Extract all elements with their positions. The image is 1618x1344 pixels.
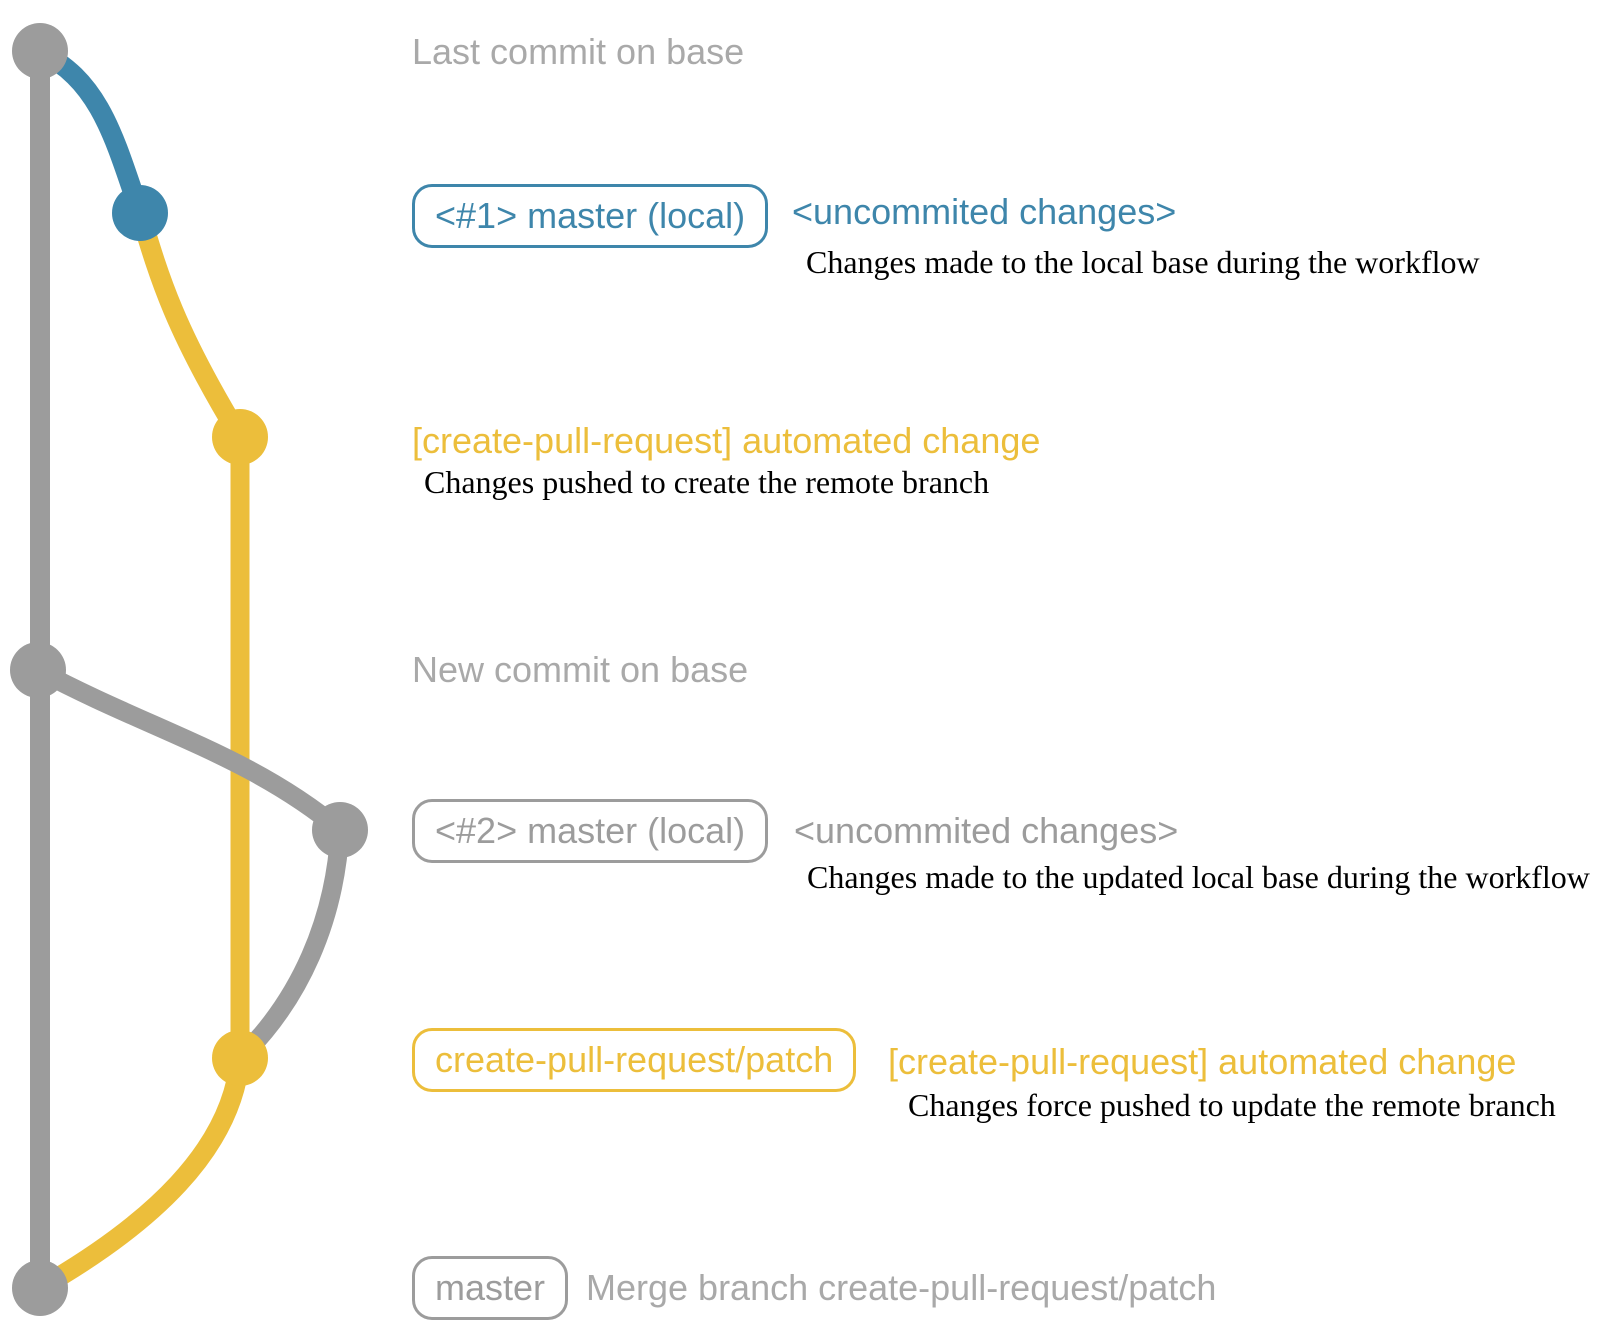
commit-dot-base-new: [10, 642, 66, 698]
commit-graph: [10, 23, 368, 1316]
description-force-push-update-remote: Changes force pushed to update the remot…: [908, 1087, 1556, 1123]
note-uncommited-changes-2: <uncommited changes>: [794, 810, 1179, 851]
badge-create-pull-request-patch: create-pull-request/patch: [412, 1028, 857, 1092]
label-automated-change-1: [create-pull-request] automated change: [412, 420, 1041, 461]
note-uncommited-changes-1: <uncommited changes>: [792, 191, 1177, 232]
badge-master-local-1: <#1> master (local): [412, 184, 769, 248]
commit-dot-base-tip: [12, 23, 68, 79]
badge-master-local-2: <#2> master (local): [412, 799, 769, 863]
patch-merge-curve: [35, 1056, 250, 1297]
local-master-branch-curve: [35, 42, 150, 217]
commit-dot-merge: [12, 1260, 68, 1316]
commit-dot-patch-1: [212, 409, 268, 465]
label-merge-branch: Merge branch create-pull-request/patch: [586, 1267, 1217, 1308]
label-last-commit-on-base: Last commit on base: [412, 31, 745, 72]
description-local-changes-2: Changes made to the updated local base d…: [807, 859, 1590, 895]
description-push-create-remote: Changes pushed to create the remote bran…: [424, 464, 990, 500]
force-push-curve: [233, 829, 350, 1065]
commit-dot-patch-2: [212, 1030, 268, 1086]
commit-dot-local-2: [312, 802, 368, 858]
label-new-commit-on-base: New commit on base: [412, 649, 749, 690]
badge-master: master: [412, 1256, 569, 1320]
patch-branch-out-curve: [130, 210, 249, 443]
description-local-changes-1: Changes made to the local base during th…: [806, 244, 1480, 280]
commit-dot-local-1: [112, 185, 168, 241]
label-automated-change-2: [create-pull-request] automated change: [888, 1041, 1517, 1082]
rebase-branch-curve: [33, 661, 347, 838]
